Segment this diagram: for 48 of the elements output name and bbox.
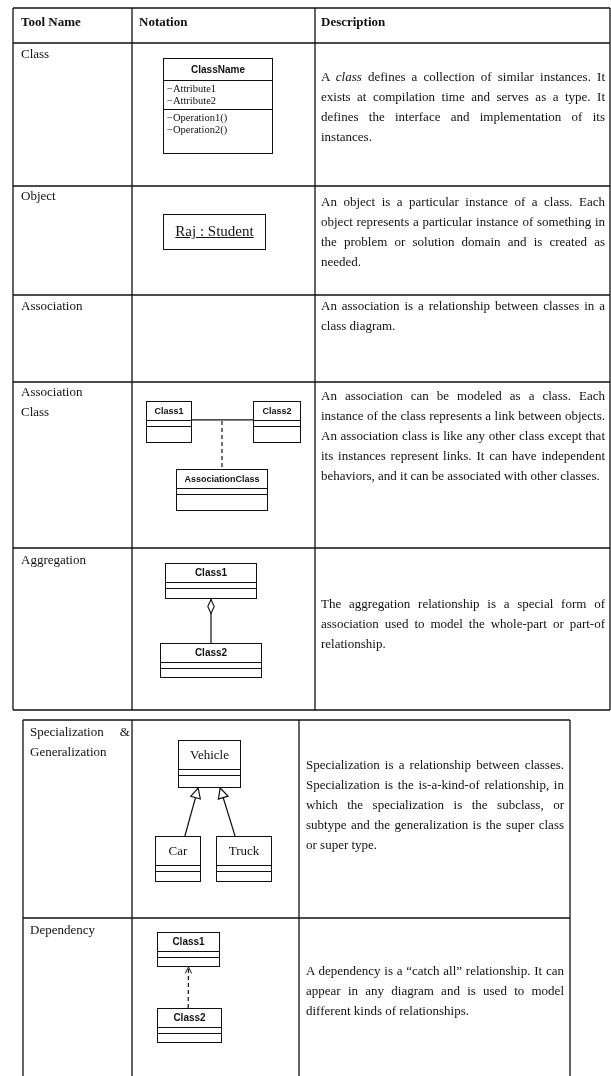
class-name: Class2 [193, 646, 229, 660]
description-text: A class defines a collection of similar instances. It exists at compilation time and serves as a type. It defines the interface and implementation of its instances. [321, 68, 605, 146]
attribute-list: −Attribute1 −Attribute2 [164, 81, 240, 109]
tool-name: Object [21, 187, 57, 205]
column-header: Description [321, 13, 387, 31]
class-box [160, 643, 262, 678]
object-name: Raj : Student [174, 222, 255, 241]
class-name: ClassName [190, 63, 246, 77]
description-text: An association is a relationship between classes in a class diagram. [321, 297, 605, 335]
class-box [178, 740, 241, 788]
class-name: Class2 [261, 405, 293, 418]
operation-list: −Operation1() −Operation2() [164, 110, 240, 138]
tool-name: Association Class [21, 383, 84, 421]
description-text: The aggregation relationship is a special form of association used to model the whole-part or part-of relationship. [321, 595, 605, 653]
description-text: An object is a particular instance of a class. Each object represents a particular instance of something in the problem or solution domain and is created as needed. [321, 193, 605, 271]
class-box [216, 836, 272, 882]
class-name: Vehicle [189, 746, 230, 764]
class-box [157, 1008, 222, 1043]
tool-name: Dependency [30, 921, 96, 939]
class-name: AssociationClass [183, 473, 261, 486]
tool-name: Aggregation [21, 551, 87, 569]
class-name: Class2 [172, 1011, 207, 1025]
description-text: An association can be modeled as a class. Each instance of the class represents a link between objects. An association class is like any other class except that its instances represent links. It can have independent behaviors, and it can be associated with other classes. [321, 387, 605, 485]
object-box [163, 214, 266, 250]
class-name: Class1 [153, 405, 185, 418]
class-box [253, 401, 301, 443]
tool-name: Class [21, 45, 51, 63]
class-box [163, 58, 273, 154]
column-header: Tool Name [21, 13, 82, 31]
generalization-arrow [217, 787, 236, 837]
tool-name: Specialization & Generalization [30, 723, 130, 761]
description-text: A dependency is a “catch all” relationship. It can appear in any diagram and is used to model different kinds of relationships. [306, 962, 564, 1020]
tool-name: Association [21, 297, 84, 315]
class-name: Car [167, 842, 189, 860]
class-box [155, 836, 201, 882]
class-name: Class1 [171, 935, 206, 949]
description-text: Specialization is a relationship between classes. Specialization is the is-a-kind-of relationship, in which the specialization is the subclass, or subtype and the generalization is the super class or super type. [306, 756, 564, 854]
generalization-arrow [184, 787, 201, 837]
class-name: Class1 [193, 566, 229, 580]
class-box [157, 932, 220, 967]
class-box [165, 563, 257, 599]
class-name: Truck [227, 842, 261, 860]
column-header: Notation [139, 13, 189, 31]
dashed-line [221, 420, 223, 470]
association-line [191, 419, 254, 421]
class-box [176, 469, 268, 511]
aggregation-line [207, 598, 215, 644]
class-box [146, 401, 192, 443]
